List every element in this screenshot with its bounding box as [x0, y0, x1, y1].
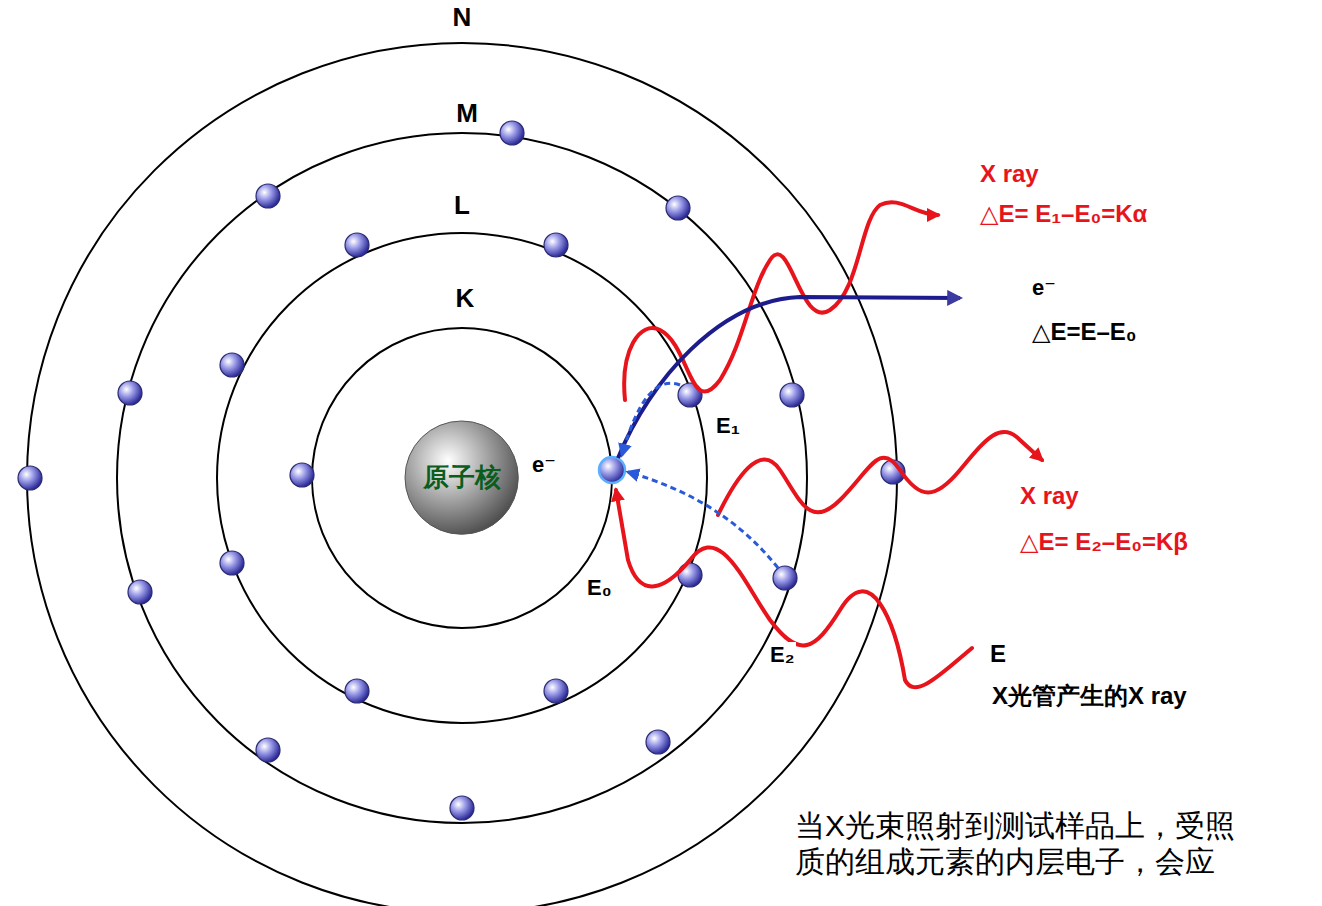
- description-note: 当X光束照射到测试样品上，受照 质的组成元素的内层电子，会应: [793, 808, 1252, 880]
- shell-label: M: [454, 98, 480, 129]
- k-beta-wave: [718, 432, 1042, 515]
- energy-level: E₂: [768, 642, 796, 668]
- m-shell: [117, 133, 807, 823]
- energy-formula: △E=E–E₀: [1030, 318, 1139, 347]
- shell-label: N: [451, 2, 474, 33]
- nucleus-circle: 原子核: [404, 420, 519, 535]
- l-to-k-transition: [622, 383, 680, 455]
- m-to-k-transition: [628, 472, 778, 568]
- energy-formula: △E= E₁–E₀=Kα: [978, 200, 1149, 229]
- shell-label: K: [454, 283, 477, 314]
- electron-label: e⁻: [1030, 275, 1058, 301]
- electrons: [18, 121, 905, 820]
- electron-shells: [27, 43, 897, 906]
- electron-label: e⁻: [530, 452, 558, 478]
- source-label: X光管产生的X ray: [990, 682, 1189, 711]
- xray-label: X ray: [978, 160, 1041, 189]
- photoelectron-arrow: [618, 297, 960, 458]
- incident-xray: [616, 490, 972, 687]
- ionized-electron: [599, 457, 625, 483]
- energy-formula: △E= E₂–E₀=Kβ: [1018, 528, 1190, 557]
- k-shell: [312, 328, 612, 628]
- energy-level: E₀: [585, 575, 614, 601]
- energy-level: E₁: [714, 413, 742, 439]
- xray-label: X ray: [1018, 482, 1081, 511]
- shell-label: L: [452, 190, 472, 221]
- nucleus-label: 原子核: [423, 460, 501, 495]
- n-shell: [27, 43, 897, 906]
- l-shell: [217, 233, 707, 723]
- energy-label: E: [988, 640, 1008, 669]
- xray-waves: [616, 202, 1042, 687]
